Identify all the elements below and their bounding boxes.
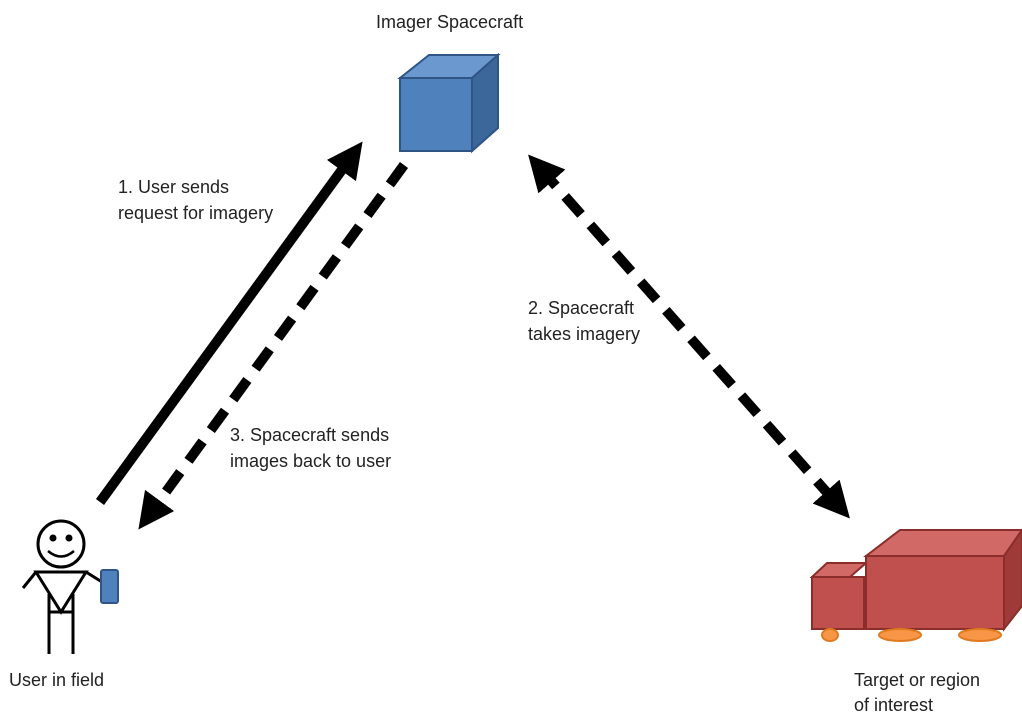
user-left-arm	[21, 571, 38, 589]
images-return-arrow	[138, 162, 409, 530]
target-label-line1: Target or region	[854, 670, 981, 690]
target-label-line2: of interest	[854, 695, 934, 715]
user-head	[36, 519, 86, 569]
truck-target-icon	[809, 528, 1022, 642]
spacecraft-label: Imager Spacecraft	[376, 12, 524, 32]
truck-box-front	[865, 555, 1005, 630]
step2-label-line2: takes imagery	[528, 324, 641, 344]
truck-wheel-middle	[878, 628, 922, 642]
user-right-eye	[65, 534, 73, 542]
user-label: User in field	[9, 670, 105, 690]
truck-box-top	[863, 529, 1022, 557]
step1-label-line2: request for imagery	[118, 203, 274, 223]
step3-label-line1: 3. Spacecraft sends	[230, 425, 390, 445]
user-left-eye	[49, 534, 57, 542]
step1-label-line1: 1. User sends	[118, 177, 230, 197]
truck-cab-front	[811, 576, 865, 630]
spacecraft-front-face	[399, 77, 473, 152]
step2-label-line1: 2. Spacecraft	[528, 298, 635, 318]
spacecraft-cube-icon	[397, 52, 501, 154]
user-torso	[33, 570, 89, 615]
truck-wheel-front	[821, 628, 839, 642]
user-right-arm	[85, 570, 103, 584]
truck-wheel-rear	[958, 628, 1002, 642]
step3-label-line2: images back to user	[230, 451, 392, 471]
user-figure-icon	[21, 519, 103, 654]
request-arrow	[95, 141, 363, 505]
user-smile	[47, 550, 75, 558]
phone-icon	[100, 569, 119, 604]
truck-cab-top	[809, 562, 869, 578]
